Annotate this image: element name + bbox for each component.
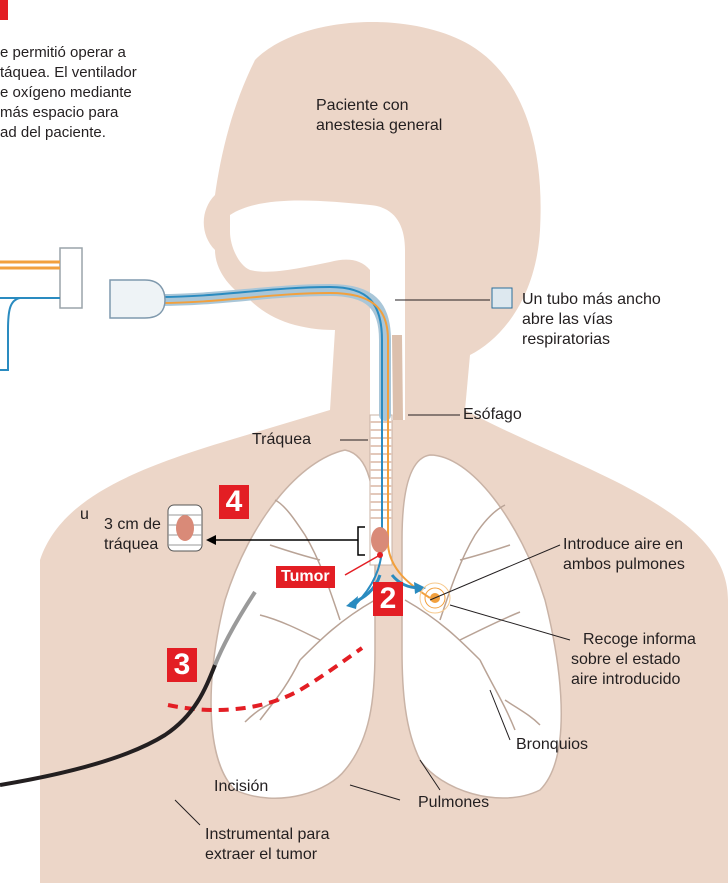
intro-line: más espacio para	[0, 103, 118, 123]
label-esophagus: Esófago	[463, 405, 522, 424]
label-air-in-line1: Introduce aire en	[563, 535, 683, 554]
step-2-badge: 2	[373, 582, 403, 616]
intro-line: ad del paciente.	[0, 123, 106, 143]
label-tube-line1: Un tubo más ancho	[522, 290, 661, 309]
esophagus-shape	[392, 335, 403, 420]
intro-line: e permitió operar a	[0, 43, 126, 63]
label-collects-line3: aire introducido	[571, 670, 680, 689]
label-incision: Incisión	[214, 777, 268, 796]
tumor-label: Tumor	[276, 566, 335, 588]
tumor-mass	[371, 527, 389, 553]
label-air-in-line2: ambos pulmones	[563, 555, 685, 574]
hose-orange	[0, 262, 60, 268]
label-bronchi: Bronquios	[516, 735, 588, 754]
tube-legend-swatch	[492, 288, 512, 308]
intro-line: e oxígeno mediante	[0, 83, 132, 103]
label-patient-line2: anestesia general	[316, 116, 442, 135]
label-instrument-line2: extraer el tumor	[205, 845, 317, 864]
label-instrument-line1: Instrumental para	[205, 825, 330, 844]
trachea-segment-icon	[168, 505, 202, 551]
step-3-badge: 3	[167, 648, 197, 682]
label-tube-line3: respiratorias	[522, 330, 610, 349]
label-left-fragment: u	[80, 505, 89, 524]
label-tube-line2: abre las vías	[522, 310, 613, 329]
connector-t-piece	[60, 248, 82, 308]
label-collects-line2: sobre el estado	[571, 650, 680, 669]
step-4-badge: 4	[219, 485, 249, 519]
connector-left	[110, 280, 165, 318]
label-trachea-piece-line1: 3 cm de	[104, 515, 161, 534]
intro-line: táquea. El ventilador	[0, 63, 137, 83]
section-marker	[0, 0, 8, 20]
label-collects-line1: Recoge informa	[583, 630, 696, 649]
label-lungs: Pulmones	[418, 793, 489, 812]
label-trachea: Tráquea	[252, 430, 311, 449]
label-patient-line1: Paciente con	[316, 96, 409, 115]
hose-blue	[0, 298, 60, 370]
label-trachea-piece-line2: tráquea	[104, 535, 158, 554]
